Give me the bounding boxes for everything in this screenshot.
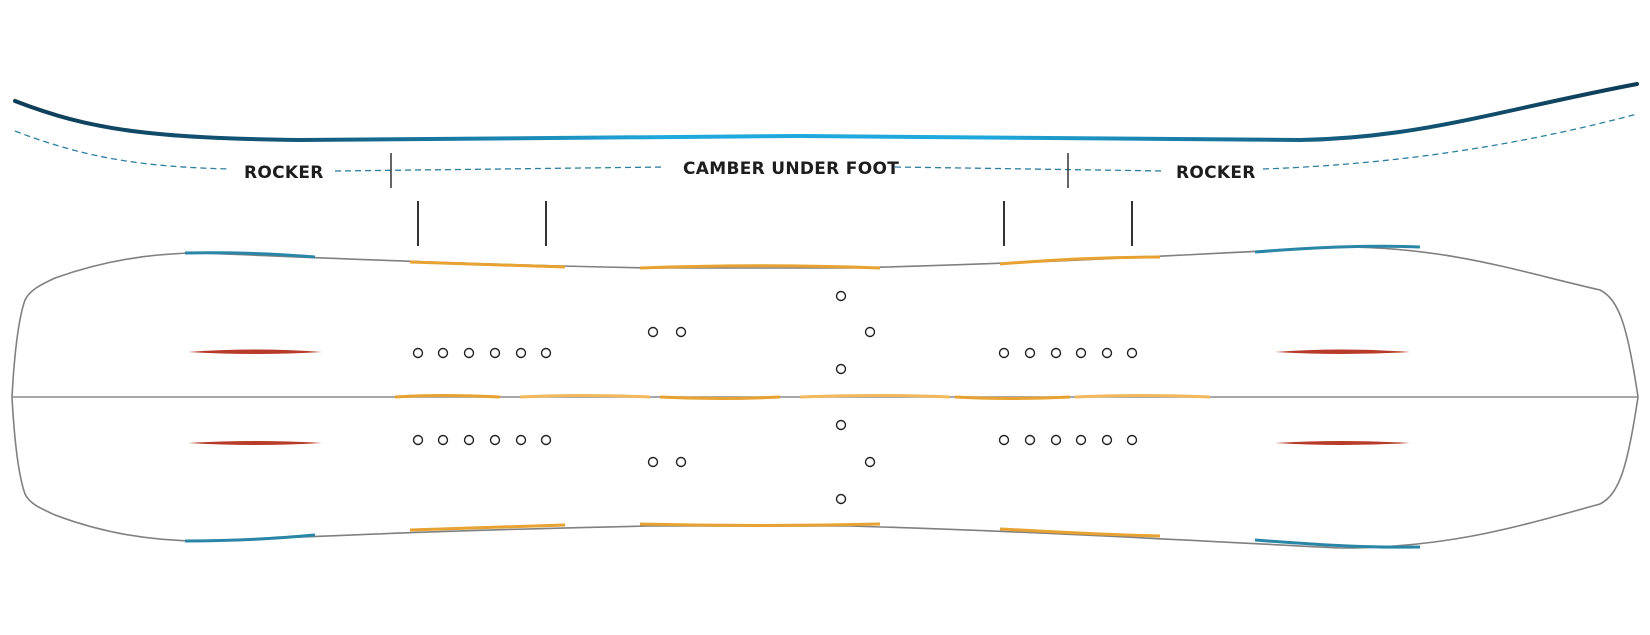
centerline-accent [799, 394, 951, 399]
insert-hole [1075, 434, 1087, 446]
zone-label-camber: CAMBER UNDER FOOT [683, 159, 899, 179]
insert-hole [998, 347, 1010, 359]
edge-rocker-bottom-left [184, 533, 316, 543]
edge-camber-bottom-left [409, 523, 566, 532]
edge-camber-bottom-center [639, 522, 881, 527]
insert-hole [1050, 434, 1062, 446]
edge-rocker-top-left [184, 251, 316, 259]
insert-hole [835, 363, 847, 375]
insert-hole [1024, 347, 1036, 359]
insert-hole [463, 347, 475, 359]
insert-hole [647, 456, 659, 468]
edge-camber-top-center [639, 264, 881, 270]
insert-hole [489, 347, 501, 359]
insert-hole [1101, 434, 1113, 446]
centerline-camber-accents [394, 394, 1211, 400]
insert-hole [437, 347, 449, 359]
zone-label-rocker-left: ROCKER [244, 163, 324, 183]
insert-hole [1126, 434, 1138, 446]
centerline-accent [954, 395, 1071, 400]
edge-camber-top-left [409, 260, 566, 269]
camber-dashed-line-left [334, 166, 666, 172]
camber-dashed-line-right [894, 166, 1166, 172]
insert-hole [515, 347, 527, 359]
insert-hole [412, 347, 424, 359]
graphic-stripe [1275, 349, 1410, 354]
centerline-accent [659, 395, 781, 400]
insert-hole [463, 434, 475, 446]
insert-hole [835, 493, 847, 505]
insert-hole [864, 326, 876, 338]
insert-hole [1126, 347, 1138, 359]
graphic-stripe [1275, 441, 1410, 445]
centerline-accent [519, 394, 651, 399]
graphic-stripe [188, 441, 322, 445]
insert-hole [1050, 347, 1062, 359]
centerline-accent [394, 394, 501, 399]
insert-hole [1075, 347, 1087, 359]
centerline-accent [1074, 394, 1211, 399]
rocker-right-dashed-line [1262, 113, 1638, 170]
insert-hole [835, 290, 847, 302]
edge-camber-top-right [999, 255, 1161, 266]
zone-label-rocker-right: ROCKER [1176, 163, 1256, 183]
insert-hole [675, 326, 687, 338]
insert-hole [1024, 434, 1036, 446]
camber-profile: ROCKER CAMBER UNDER FOOT ROCKER [13, 82, 1639, 246]
tip-tail-graphics [188, 349, 1410, 445]
insert-hole [412, 434, 424, 446]
insert-hole [437, 434, 449, 446]
edge-rocker-bottom-right [1254, 538, 1421, 549]
insert-hole [540, 434, 552, 446]
insert-hole [675, 456, 687, 468]
binding-inserts [412, 290, 1138, 505]
edge-rocker-top-right [1254, 244, 1421, 254]
insert-hole [489, 434, 501, 446]
edge-camber-bottom-right [999, 527, 1161, 538]
stance-ticks [417, 201, 1133, 246]
profile-curve [13, 82, 1639, 143]
graphic-stripe [188, 349, 322, 354]
insert-hole [647, 326, 659, 338]
insert-hole [835, 419, 847, 431]
insert-hole [1101, 347, 1113, 359]
insert-hole [515, 434, 527, 446]
insert-hole [998, 434, 1010, 446]
insert-hole [864, 456, 876, 468]
insert-hole [540, 347, 552, 359]
rocker-left-dashed-line [14, 130, 231, 170]
board-top-view [11, 244, 1639, 549]
